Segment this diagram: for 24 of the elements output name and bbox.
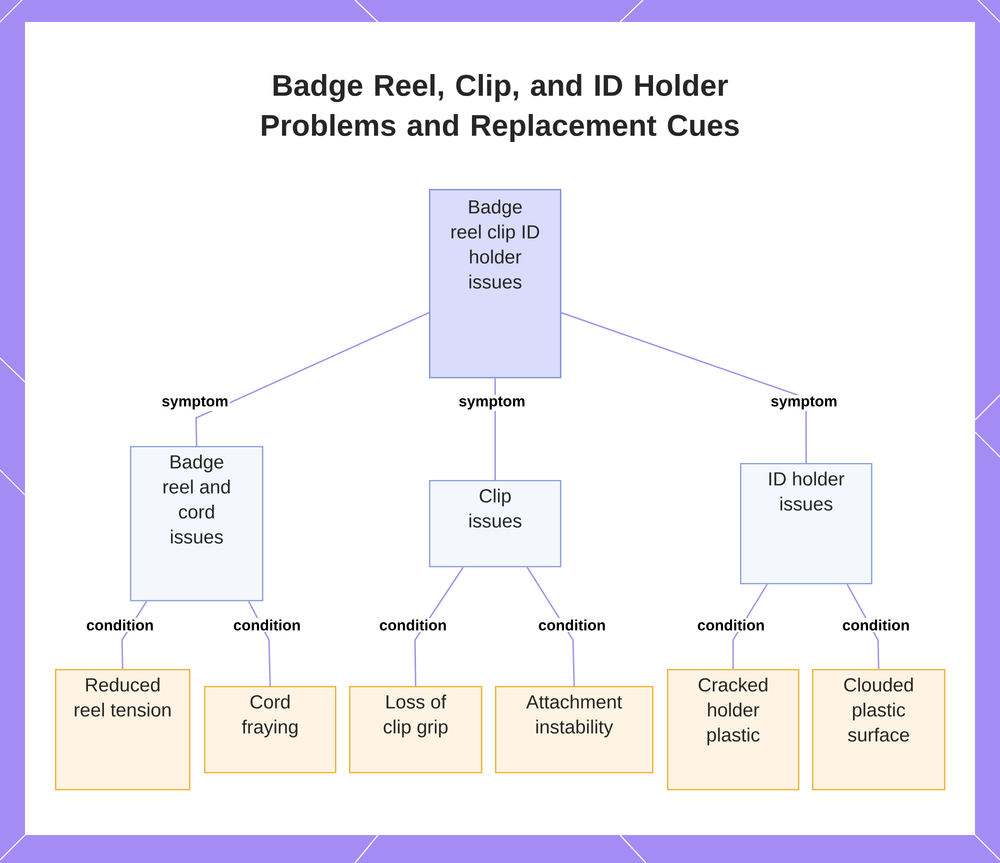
- connector-line: [195, 312, 430, 446]
- condition-box: Cord fraying: [204, 686, 336, 774]
- condition-box: Attachment instability: [495, 686, 654, 774]
- category-box: Clip issues: [429, 480, 562, 568]
- connector-line: [526, 566, 575, 686]
- connector-line: [414, 566, 464, 686]
- root-box: Badge reel clip ID holder issues: [429, 189, 562, 378]
- title: Badge Reel, Clip, and ID Holder Problems and Replacement Cues: [262, 74, 739, 142]
- category-box: Badge reel and cord issues: [130, 446, 264, 602]
- condition-box: Cracked holder plastic: [667, 669, 800, 790]
- category-box: ID holder issues: [740, 463, 872, 584]
- edge-label: condition: [840, 618, 912, 632]
- condition-box: Clouded plastic surface: [812, 669, 946, 790]
- condition-box: Loss of clip grip: [349, 686, 482, 774]
- edge-label: condition: [232, 618, 302, 632]
- edge-label: condition: [696, 618, 766, 632]
- condition-box: Reduced reel tension: [55, 669, 190, 790]
- edge-label: condition: [378, 618, 448, 632]
- connector-line: [561, 312, 807, 464]
- edge-label: condition: [536, 618, 608, 632]
- edge-label: symptom: [160, 395, 230, 411]
- edge-label: symptom: [457, 395, 527, 411]
- edge-label: symptom: [769, 395, 839, 411]
- edge-label: condition: [84, 618, 156, 632]
